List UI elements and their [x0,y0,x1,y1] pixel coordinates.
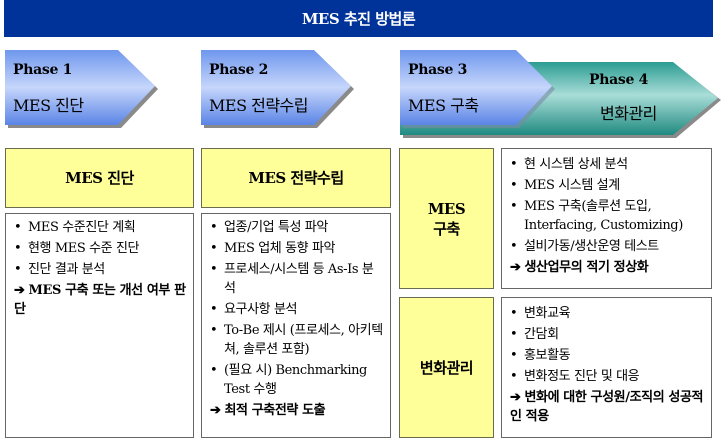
phase-4-number: Phase 4 [589,72,649,88]
column-4-header: 변화관리 [399,297,494,438]
list-item: •프로세스/시스템 등 As-Is 분석 [210,262,374,296]
conclusion: ➔생산업무의 적기 정상화 [510,260,649,275]
bullet-icon: • [210,262,218,277]
bullet-icon: • [510,239,518,254]
chevron-arrow-icon [5,50,158,128]
list-item: •MES 업체 동향 파악 [210,241,336,256]
phase-1-name: MES 진단 [13,96,84,115]
arrow-right-icon: ➔ [510,390,521,405]
list-item: •변화교육 [510,306,571,321]
bullet-icon: • [210,302,218,317]
list-item: •MES 시스템 설계 [510,178,620,193]
conclusion: ➔변화에 대한 구성원/조직의 성공적인 적용 [510,390,704,424]
column-1-list: •MES 수준진단 계획 •현행 MES 수준 진단 •진단 결과 분석 ➔ME… [5,213,194,438]
list-item: •설비가동/생산운영 테스트 [510,239,659,254]
list-item: •To-Be 제시 (프로세스, 아키텍쳐, 솔루션 포함) [210,323,383,357]
list-item: •요구사항 분석 [210,302,298,317]
column-1-header-label: MES 진단 [65,169,134,187]
bullet-icon: • [14,262,22,277]
column-2-header-label: MES 전략수립 [248,169,344,187]
arrow-right-icon: ➔ [14,283,25,298]
list-item: •홍보활동 [510,348,571,363]
bullet-icon: • [210,323,218,338]
column-3-header-line2: 구축 [433,219,460,238]
page-title: MES 추진 방법론 [4,0,713,37]
phase-2-name: MES 전략수립 [209,96,309,115]
chevron-arrow-icon [400,50,555,128]
bullet-icon: • [510,348,518,363]
column-1-header: MES 진단 [5,148,194,208]
list-item: •업종/기업 특성 파악 [210,220,328,235]
chevron-arrow-icon [201,50,354,128]
phase-1-arrow: Phase 1 MES 진단 [5,50,160,130]
list-item: •진단 결과 분석 [14,262,105,277]
phase-3-name: MES 구축 [408,96,479,115]
column-2-list: •업종/기업 특성 파악 •MES 업체 동향 파악 •프로세스/시스템 등 A… [201,213,391,438]
bullet-icon: • [510,327,518,342]
bullet-icon: • [510,199,518,214]
bullet-icon: • [510,369,518,384]
column-4-list: •변화교육 •간담회 •홍보활동 •변화정도 진단 및 대응 ➔변화에 대한 구… [501,297,712,438]
arrow-right-icon: ➔ [210,403,221,418]
phase-3-number: Phase 3 [408,62,468,78]
bullet-icon: • [210,241,218,256]
column-4-header-label: 변화관리 [419,358,474,377]
column-3-header-line1: MES [427,199,466,218]
phase-3-arrow: Phase 3 MES 구축 [400,50,555,130]
bullet-icon: • [510,306,518,321]
phase-2-number: Phase 2 [209,62,269,78]
column-2-header: MES 전략수립 [201,148,391,208]
list-item: •현행 MES 수준 진단 [14,241,140,256]
phase-2-arrow: Phase 2 MES 전략수립 [201,50,356,130]
list-item: •MES 수준진단 계획 [14,220,136,235]
bullet-icon: • [510,157,518,172]
list-item: •간담회 [510,327,559,342]
phase-1-number: Phase 1 [13,62,73,78]
list-item: •현 시스템 상세 분석 [510,157,628,172]
bullet-icon: • [210,220,218,235]
bullet-icon: • [14,241,22,256]
list-item: •MES 구축(솔루션 도입, Interfacing, Customizing… [510,199,683,233]
list-item: •(필요 시) Benchmarking Test 수행 [210,363,367,397]
conclusion: ➔MES 구축 또는 개선 여부 판단 [14,283,186,317]
arrow-right-icon: ➔ [510,260,521,275]
list-item: •변화정도 진단 및 대응 [510,369,640,384]
bullet-icon: • [510,178,518,193]
phase-4-name: 변화관리 [600,104,657,123]
bullet-icon: • [14,220,22,235]
conclusion: ➔최적 구축전략 도출 [210,403,326,418]
bullet-icon: • [210,363,218,378]
column-3-list: •현 시스템 상세 분석 •MES 시스템 설계 •MES 구축(솔루션 도입,… [501,148,712,289]
column-3-header: MES 구축 [399,148,494,289]
